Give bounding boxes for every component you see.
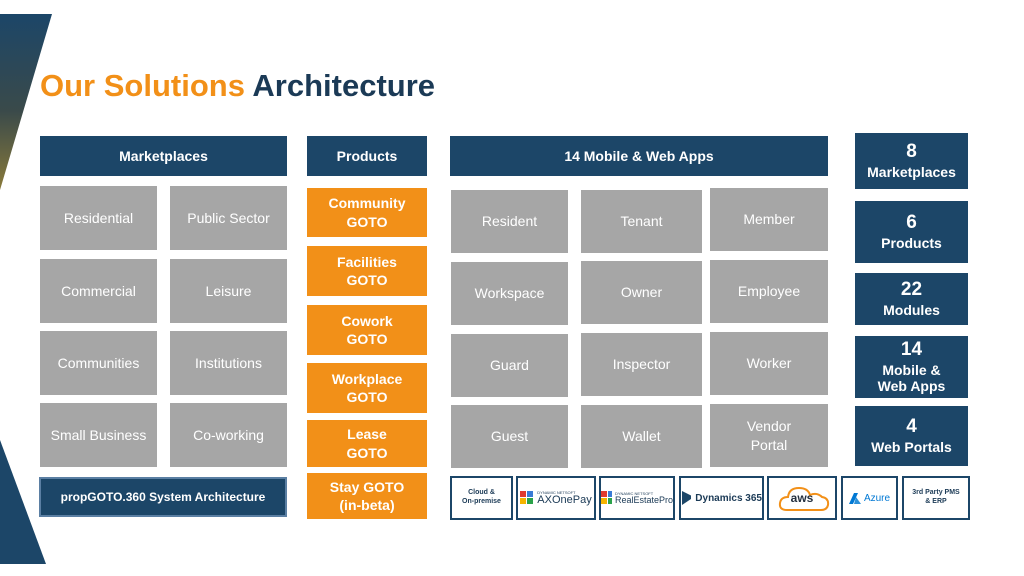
app-owner[interactable]: Owner [581,261,702,324]
dynamic-netsoft-icon [520,491,534,504]
marketplace-small-business[interactable]: Small Business [40,403,157,467]
marketplace-institutions[interactable]: Institutions [170,331,287,395]
stat-products-label: Products [881,235,942,251]
stat-marketplaces-label: Marketplaces [867,164,956,180]
system-architecture-button[interactable]: propGOTO.360 System Architecture [39,477,287,517]
app-guest[interactable]: Guest [451,405,568,468]
stat-marketplaces: 8 Marketplaces [855,133,968,189]
title-part-orange: Our Solutions [40,68,245,103]
app-workspace[interactable]: Workspace [451,262,568,325]
aws-label: aws [790,491,814,505]
stat-mobile-web-apps: 14 Mobile & Web Apps [855,336,968,398]
stat-modules: 22 Modules [855,273,968,325]
marketplaces-header: Marketplaces [40,136,287,176]
title-part-navy: Architecture [252,68,436,103]
app-employee[interactable]: Employee [710,260,828,323]
marketplace-communities[interactable]: Communities [40,331,157,395]
app-member[interactable]: Member [710,188,828,251]
stat-modules-label: Modules [883,302,940,318]
app-wallet[interactable]: Wallet [581,405,702,468]
app-guard[interactable]: Guard [451,334,568,397]
stat-portals-label: Web Portals [871,439,952,455]
cloud-on-premise-label: Cloud & On-premise [462,489,501,505]
stat-products-number: 6 [906,212,917,234]
realestatepro-label: RealEstatePro [614,494,673,505]
product-community-goto[interactable]: Community GOTO [307,188,427,237]
app-inspector[interactable]: Inspector [581,333,702,396]
marketplace-co-working[interactable]: Co-working [170,403,287,467]
stat-products: 6 Products [855,201,968,263]
products-header: Products [307,136,427,176]
product-workplace-goto[interactable]: Workplace GOTO [307,363,427,413]
realestatepro-sub: DYNAMIC NETSOFT [614,490,654,496]
marketplace-public-sector[interactable]: Public Sector [170,186,287,250]
dynamics-365-logo: Dynamics 365 [679,476,764,520]
axonepay-sub: DYNAMIC NETSOFT [537,489,576,495]
axonepay-logo: DYNAMIC NETSOFT AXOnePay [516,476,596,520]
apps-header: 14 Mobile & Web Apps [450,136,828,176]
axonepay-label: AXOnePay [537,493,592,506]
page-title: Our Solutions Architecture [40,68,435,104]
realestatepro-logo: DYNAMIC NETSOFT RealEstatePro [599,476,675,520]
top-left-stripe [0,14,52,190]
app-vendor-portal[interactable]: Vendor Portal [710,404,828,467]
stat-apps-number: 14 [900,338,923,360]
product-facilities-goto[interactable]: Facilities GOTO [307,246,427,296]
app-resident[interactable]: Resident [451,190,568,253]
stat-web-portals: 4 Web Portals [855,406,968,466]
aws-logo: aws [767,476,837,520]
dynamics-365-label: Dynamics 365 [695,492,762,504]
marketplace-residential[interactable]: Residential [40,186,157,250]
product-cowork-goto[interactable]: Cowork GOTO [307,305,427,355]
product-stay-goto[interactable]: Stay GOTO (in-beta) [307,473,427,519]
dynamics-365-icon [682,491,692,505]
azure-logo: Azure [841,476,898,520]
app-worker[interactable]: Worker [710,332,828,395]
marketplace-commercial[interactable]: Commercial [40,259,157,323]
cloud-on-premise-badge: Cloud & On-premise [450,476,513,520]
aws-cloud-icon [778,486,830,511]
third-party-pms-erp-label: 3rd Party PMS & ERP [912,489,960,505]
bottom-left-stripe [0,440,46,564]
app-tenant[interactable]: Tenant [581,190,702,253]
stat-portals-number: 4 [906,416,917,438]
third-party-pms-erp-badge: 3rd Party PMS & ERP [902,476,970,520]
azure-label: Azure [863,492,891,504]
stat-modules-number: 22 [900,279,923,301]
marketplace-leisure[interactable]: Leisure [170,259,287,323]
azure-icon [848,492,861,504]
dynamic-netsoft-icon [601,491,612,504]
product-lease-goto[interactable]: Lease GOTO [307,420,427,467]
stat-marketplaces-number: 8 [906,141,917,163]
stat-apps-label: Mobile & Web Apps [877,361,946,395]
